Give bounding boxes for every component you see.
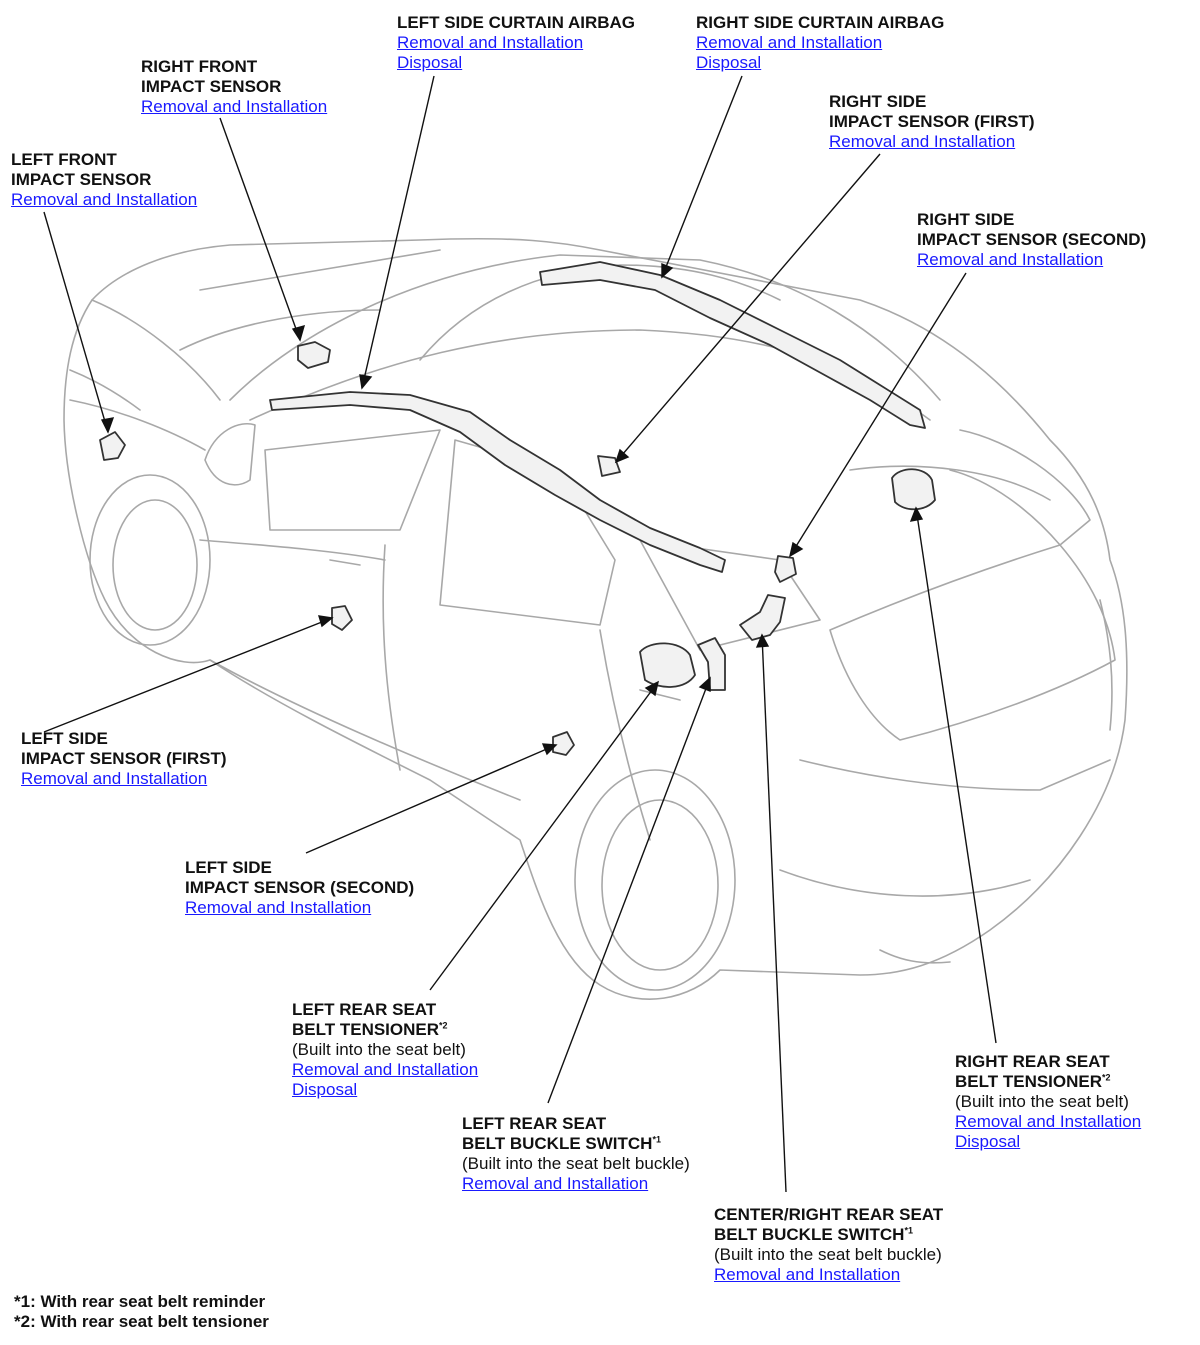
srs-components	[99, 261, 936, 756]
right-side-impact-sensor-second-callout: RIGHT SIDE IMPACT SENSOR (SECOND) Remova…	[917, 210, 1146, 270]
footnote-2: *2: With rear seat belt tensioner	[14, 1312, 269, 1331]
callout-note: (Built into the seat belt)	[292, 1040, 466, 1059]
left-rear-seat-belt-buckle-switch-callout: LEFT REAR SEAT BELT BUCKLE SWITCH*1 (Bui…	[462, 1114, 690, 1194]
callout-title: RIGHT SIDE	[917, 210, 1015, 229]
left-rear-buckle-removal-link[interactable]: Removal and Installation	[462, 1174, 649, 1193]
left-curtain-airbag-part	[269, 391, 726, 573]
callout-title: BELT TENSIONER*2	[292, 1020, 478, 1040]
callout-title: IMPACT SENSOR (SECOND)	[185, 878, 415, 897]
left-side-second-sensor-part	[552, 731, 575, 756]
right-rear-seat-belt-tensioner-callout: RIGHT REAR SEAT BELT TENSIONER*2 (Built …	[955, 1052, 1141, 1152]
callout-note: (Built into the seat belt)	[955, 1092, 1129, 1111]
right-side-impact-sensor-first-callout: RIGHT SIDE IMPACT SENSOR (FIRST) Removal…	[829, 92, 1035, 152]
callout-title: RIGHT SIDE	[829, 92, 927, 111]
center-right-buckle-removal-link[interactable]: Removal and Installation	[714, 1265, 901, 1284]
right-curtain-airbag-part	[539, 261, 926, 429]
callout-title-text: BELT TENSIONER	[955, 1072, 1103, 1091]
left-side-second-removal-link[interactable]: Removal and Installation	[185, 898, 372, 917]
footnote-1: *1: With rear seat belt reminder	[14, 1292, 266, 1311]
right-rear-tensioner-disposal-link[interactable]: Disposal	[955, 1132, 1021, 1151]
left-rear-seat-belt-tensioner-callout: LEFT REAR SEAT BELT TENSIONER*2 (Built i…	[292, 1000, 478, 1100]
right-side-curtain-airbag-callout: RIGHT SIDE CURTAIN AIRBAG Removal and In…	[696, 13, 944, 73]
footnote-mark: *2	[1102, 1072, 1111, 1083]
callout-title-text: BELT BUCKLE SWITCH	[462, 1134, 653, 1153]
left-side-first-sensor-part	[331, 605, 353, 631]
callout-title: RIGHT SIDE CURTAIN AIRBAG	[696, 13, 945, 32]
leader-lines	[43, 75, 997, 1193]
footnotes: *1: With rear seat belt reminder *2: Wit…	[14, 1292, 269, 1332]
right-front-impact-sensor-callout: RIGHT FRONT IMPACT SENSOR Removal and In…	[141, 57, 327, 117]
left-front-impact-sensor-removal-link[interactable]: Removal and Installation	[11, 190, 198, 209]
left-side-impact-sensor-first-callout: LEFT SIDE IMPACT SENSOR (FIRST) Removal …	[21, 729, 227, 789]
right-front-impact-sensor-part	[297, 341, 331, 369]
callout-title: LEFT SIDE CURTAIN AIRBAG	[397, 13, 635, 32]
left-side-first-removal-link[interactable]: Removal and Installation	[21, 769, 208, 788]
callout-title-text: BELT BUCKLE SWITCH	[714, 1225, 905, 1244]
right-side-second-sensor-part	[774, 555, 797, 583]
left-curtain-airbag-removal-link[interactable]: Removal and Installation	[397, 33, 584, 52]
left-rear-tensioner-part	[639, 642, 696, 688]
right-curtain-airbag-disposal-link[interactable]: Disposal	[696, 53, 762, 72]
left-curtain-airbag-disposal-link[interactable]: Disposal	[397, 53, 463, 72]
center-right-buckle-part	[739, 594, 786, 641]
callout-title: CENTER/RIGHT REAR SEAT	[714, 1205, 944, 1224]
center-right-rear-seat-belt-buckle-switch-callout: CENTER/RIGHT REAR SEAT BELT BUCKLE SWITC…	[714, 1205, 943, 1285]
callout-title: BELT BUCKLE SWITCH*1	[714, 1225, 943, 1245]
footnote-mark: *2	[439, 1020, 448, 1031]
left-rear-tensioner-removal-link[interactable]: Removal and Installation	[292, 1060, 479, 1079]
callout-note: (Built into the seat belt buckle)	[714, 1245, 942, 1264]
callout-title: LEFT SIDE	[185, 858, 272, 877]
callout-title: IMPACT SENSOR (SECOND)	[917, 230, 1147, 249]
callout-title: IMPACT SENSOR (FIRST)	[21, 749, 227, 768]
vehicle-outline	[63, 237, 1128, 1000]
callout-title: RIGHT REAR SEAT	[955, 1052, 1110, 1071]
footnote-mark: *1	[652, 1134, 661, 1145]
callout-note: (Built into the seat belt buckle)	[462, 1154, 690, 1173]
right-side-first-removal-link[interactable]: Removal and Installation	[829, 132, 1016, 151]
callout-title: LEFT SIDE	[21, 729, 108, 748]
left-front-impact-sensor-part	[99, 431, 126, 461]
callout-title: IMPACT SENSOR	[141, 77, 282, 96]
left-front-impact-sensor-callout: LEFT FRONT IMPACT SENSOR Removal and Ins…	[11, 150, 197, 210]
right-curtain-airbag-removal-link[interactable]: Removal and Installation	[696, 33, 883, 52]
callout-title: IMPACT SENSOR (FIRST)	[829, 112, 1035, 131]
callout-title: LEFT REAR SEAT	[462, 1114, 607, 1133]
left-side-impact-sensor-second-callout: LEFT SIDE IMPACT SENSOR (SECOND) Removal…	[185, 858, 414, 918]
callout-title: BELT TENSIONER*2	[955, 1072, 1141, 1092]
right-side-first-sensor-part	[597, 455, 621, 477]
left-rear-buckle-part	[697, 637, 726, 691]
right-rear-tensioner-part	[891, 468, 936, 511]
footnote-mark: *1	[904, 1225, 913, 1236]
right-rear-tensioner-removal-link[interactable]: Removal and Installation	[955, 1112, 1142, 1131]
right-front-impact-sensor-removal-link[interactable]: Removal and Installation	[141, 97, 328, 116]
right-side-second-removal-link[interactable]: Removal and Installation	[917, 250, 1104, 269]
callout-title: LEFT FRONT	[11, 150, 117, 169]
callout-title: IMPACT SENSOR	[11, 170, 152, 189]
callout-title: BELT BUCKLE SWITCH*1	[462, 1134, 690, 1154]
callout-title-text: BELT TENSIONER	[292, 1020, 440, 1039]
callout-title: RIGHT FRONT	[141, 57, 258, 76]
callout-title: LEFT REAR SEAT	[292, 1000, 437, 1019]
left-side-curtain-airbag-callout: LEFT SIDE CURTAIN AIRBAG Removal and Ins…	[397, 13, 635, 73]
left-rear-tensioner-disposal-link[interactable]: Disposal	[292, 1080, 358, 1099]
